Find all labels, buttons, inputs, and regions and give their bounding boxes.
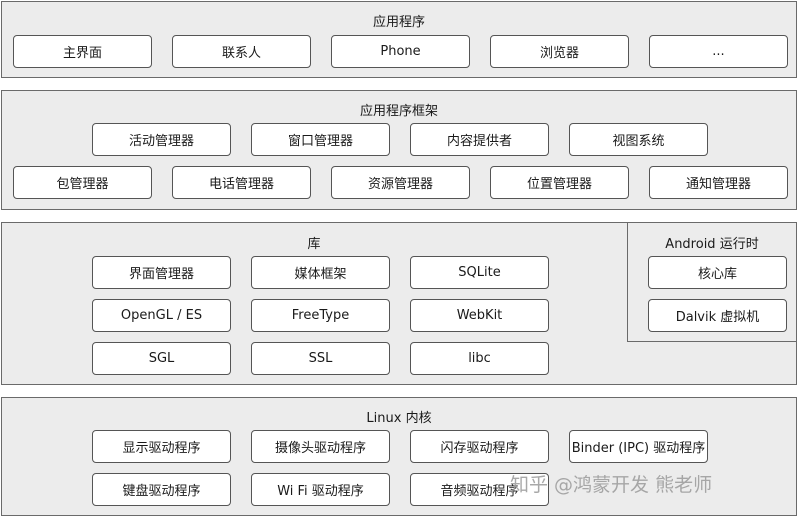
activity-manager: 活动管理器 xyxy=(92,123,231,156)
app-phone: Phone xyxy=(331,35,470,68)
ssl: SSL xyxy=(251,342,390,375)
sgl: SGL xyxy=(92,342,231,375)
libraries-layer-title: 库 xyxy=(307,237,321,252)
binder-ipc-driver: Binder (IPC) 驱动程序 xyxy=(569,430,708,463)
audio-driver: 音频驱动程序 xyxy=(410,473,549,506)
freetype: FreeType xyxy=(251,299,390,332)
telephony-manager: 电话管理器 xyxy=(172,166,311,199)
wifi-driver: Wi Fi 驱动程序 xyxy=(251,473,390,506)
framework-layer-title: 应用程序框架 xyxy=(359,104,438,119)
resource-manager: 资源管理器 xyxy=(331,166,470,199)
camera-driver: 摄像头驱动程序 xyxy=(251,430,390,463)
sqlite: SQLite xyxy=(410,256,549,289)
app-home: 主界面 xyxy=(13,35,152,68)
flash-memory-driver: 闪存驱动程序 xyxy=(410,430,549,463)
window-manager: 窗口管理器 xyxy=(251,123,390,156)
media-framework: 媒体框架 xyxy=(251,256,390,289)
dalvik-vm: Dalvik 虚拟机 xyxy=(648,299,787,332)
opengl-es: OpenGL / ES xyxy=(92,299,231,332)
core-libraries: 核心库 xyxy=(648,256,787,289)
notification-manager: 通知管理器 xyxy=(649,166,788,199)
location-manager: 位置管理器 xyxy=(490,166,629,199)
app-more: ... xyxy=(649,35,788,68)
runtime-layer-title: Android 运行时 xyxy=(665,237,759,252)
kernel-layer-title: Linux 内核 xyxy=(366,411,432,426)
keypad-driver: 键盘驱动程序 xyxy=(92,473,231,506)
applications-layer-title: 应用程序 xyxy=(372,15,425,30)
display-driver: 显示驱动程序 xyxy=(92,430,231,463)
surface-manager: 界面管理器 xyxy=(92,256,231,289)
libc: libc xyxy=(410,342,549,375)
app-browser: 浏览器 xyxy=(490,35,629,68)
kernel-layer: Linux 内核 显示驱动程序 摄像头驱动程序 闪存驱动程序 Binder (I… xyxy=(1,397,797,516)
runtime-layer: Android 运行时 核心库 Dalvik 虚拟机 xyxy=(627,222,797,342)
app-contacts: 联系人 xyxy=(172,35,311,68)
applications-layer: 应用程序 主界面 联系人 Phone 浏览器 ... xyxy=(1,1,797,78)
webkit: WebKit xyxy=(410,299,549,332)
framework-layer: 应用程序框架 活动管理器 窗口管理器 内容提供者 视图系统 包管理器 电话管理器… xyxy=(1,90,797,210)
content-providers: 内容提供者 xyxy=(410,123,549,156)
package-manager: 包管理器 xyxy=(13,166,152,199)
view-system: 视图系统 xyxy=(569,123,708,156)
